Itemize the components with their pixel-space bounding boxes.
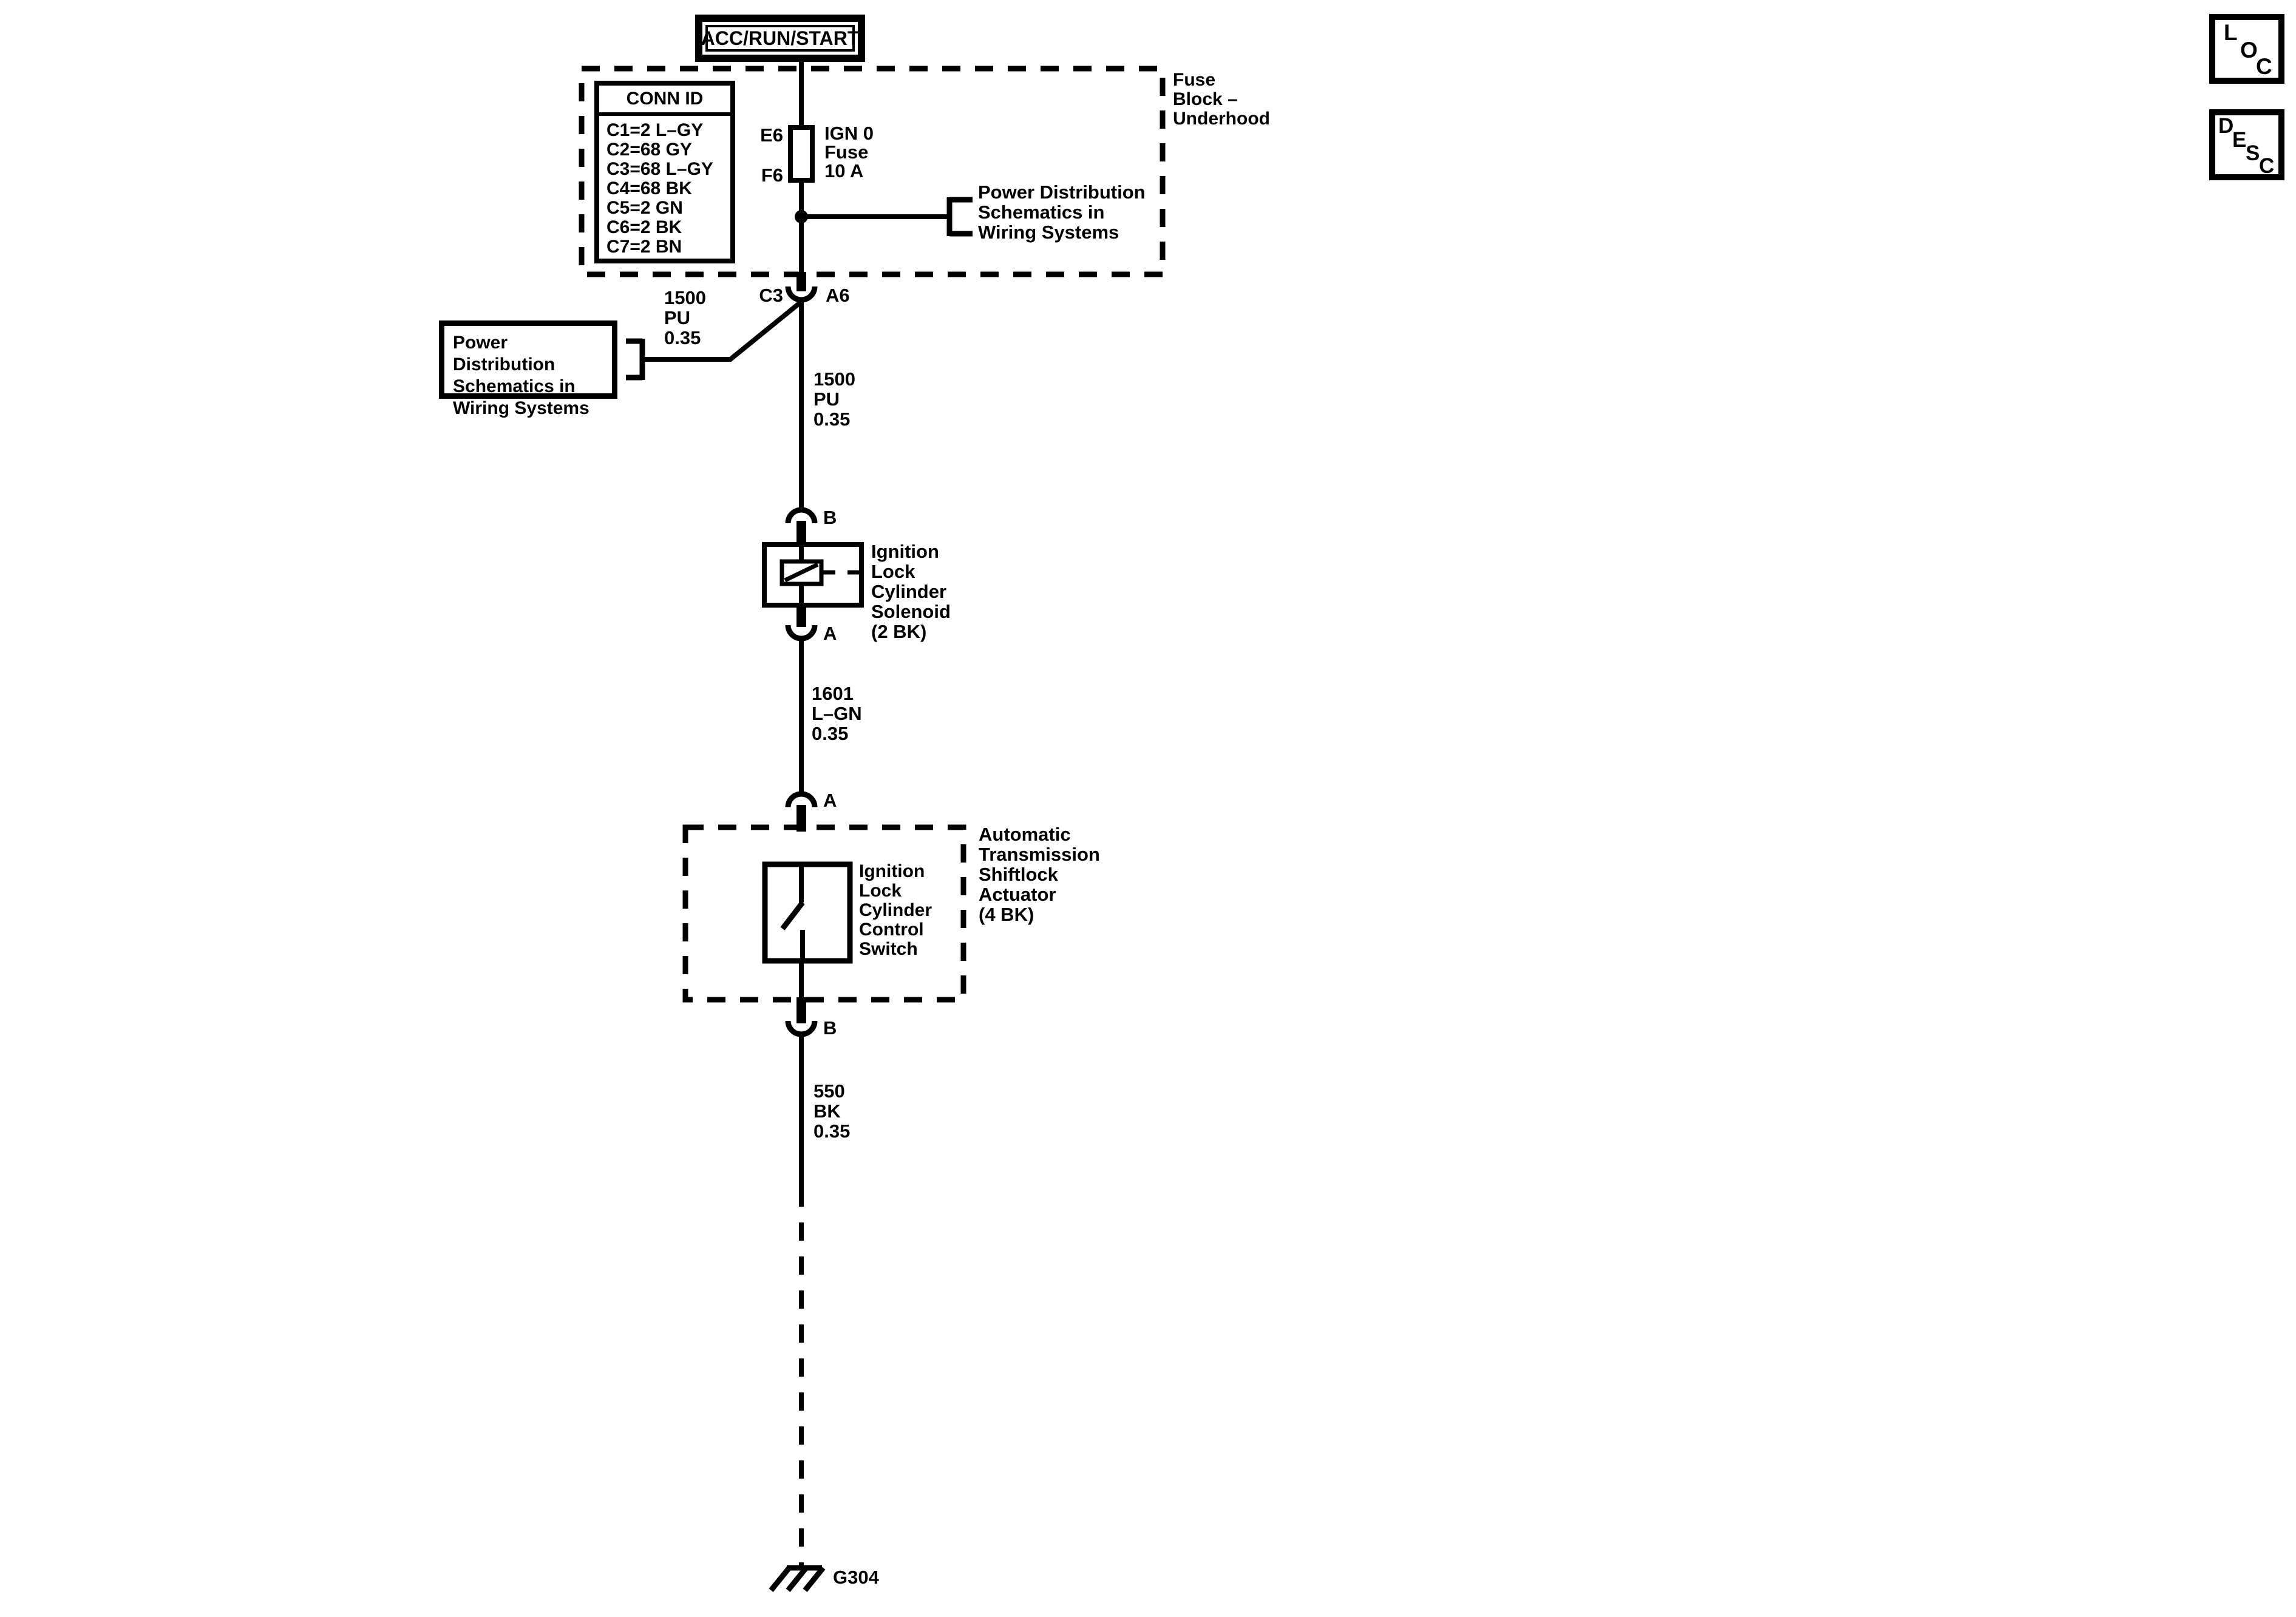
pin-actuator-b	[796, 997, 806, 1023]
socket-actuator-a-icon	[785, 791, 818, 808]
connector-pins	[796, 272, 806, 1023]
connector-terminal-c3: C3	[759, 285, 783, 306]
loc-letter-l: L	[2224, 20, 2238, 45]
power-source-label: ACC/RUN/START	[701, 25, 859, 52]
connector-terminal-a6: A6	[826, 285, 850, 306]
ground-id-label: G304	[833, 1567, 879, 1588]
actuator-dashed-outline	[682, 824, 966, 1003]
reference-bracket-left	[626, 338, 645, 381]
fuse-terminal-e6: E6	[760, 124, 783, 146]
socket-solenoid-b-icon	[785, 507, 818, 524]
power-source-box: ACC/RUN/START	[695, 15, 865, 62]
loc-letter-c: C	[2256, 54, 2272, 79]
loc-letter-o: O	[2240, 38, 2258, 63]
branch-wire-left	[644, 299, 803, 362]
solenoid-symbol	[762, 542, 864, 608]
conn-id-title: CONN ID	[599, 86, 730, 116]
pin-solenoid-b	[796, 521, 806, 545]
socket-solenoid-a-icon	[785, 625, 818, 642]
desc-letter-c: C	[2259, 154, 2275, 178]
solenoid-terminal-a: A	[823, 623, 837, 644]
socket-c3-a6-icon	[785, 286, 818, 303]
actuator-terminal-a: A	[823, 790, 837, 811]
reference-bracket-right	[946, 197, 973, 237]
desc-letter-d: D	[2218, 114, 2234, 138]
switch-symbol	[762, 861, 853, 997]
solenoid-terminal-b: B	[823, 507, 837, 528]
fuse-terminal-f6: F6	[761, 164, 783, 186]
fuse-icon	[788, 125, 815, 183]
desc-letter-e: E	[2232, 128, 2247, 152]
connector-sockets	[785, 286, 818, 1037]
desc-button[interactable]: D E S C	[2209, 109, 2284, 180]
ground-icon	[769, 1565, 826, 1592]
loc-button[interactable]: L O C	[2209, 14, 2284, 84]
pin-c3-a6	[796, 272, 806, 291]
desc-letter-s: S	[2246, 141, 2260, 165]
socket-actuator-b-icon	[785, 1020, 818, 1037]
actuator-terminal-b: B	[823, 1017, 837, 1039]
pin-solenoid-a	[796, 606, 806, 627]
